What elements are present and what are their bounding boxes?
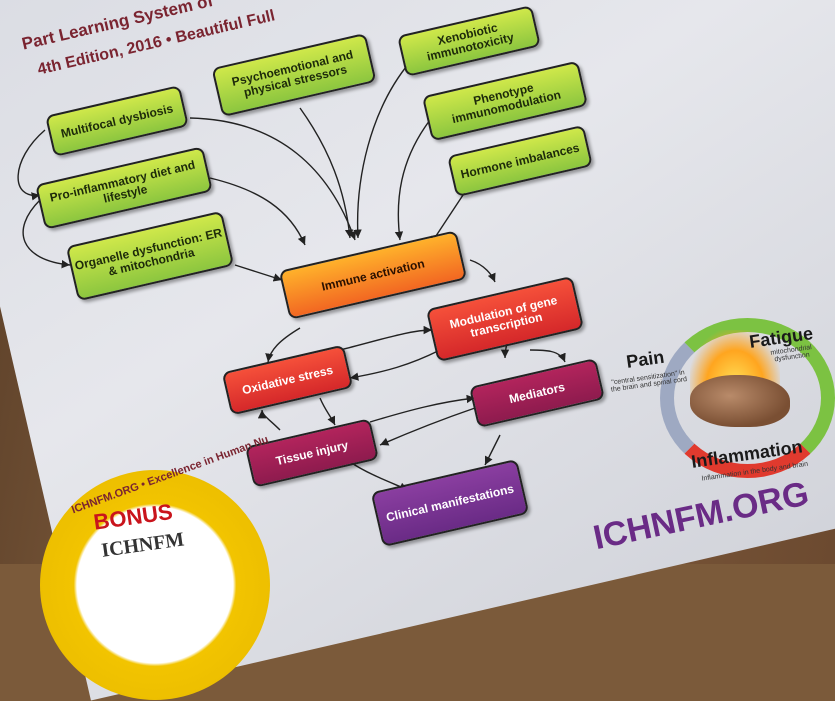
arrows [17,61,566,491]
diagram: Part Learning System of 4th Edition, 201… [17,0,835,700]
brain-icon [690,375,790,427]
